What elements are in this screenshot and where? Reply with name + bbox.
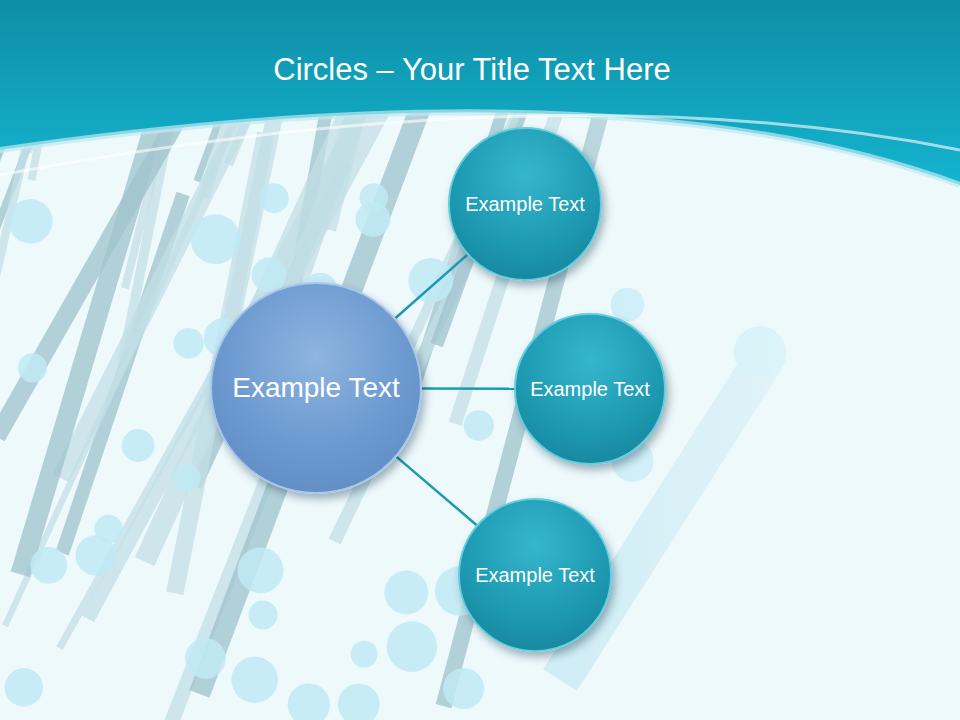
topic-circle: Example Text <box>514 313 666 465</box>
topic-circle: Example Text <box>458 498 612 652</box>
circle-label: Example Text <box>463 189 586 219</box>
connector-line <box>396 255 468 318</box>
topic-circle: Example Text <box>448 127 602 281</box>
circle-label: Example Text <box>529 374 651 404</box>
central-circle: Example Text <box>210 282 422 494</box>
connector-line <box>397 457 477 525</box>
slide-title: Circles – Your Title Text Here <box>0 52 944 88</box>
circle-label: Example Text <box>231 367 401 409</box>
circle-label: Example Text <box>473 560 596 590</box>
connector-line <box>422 387 514 390</box>
